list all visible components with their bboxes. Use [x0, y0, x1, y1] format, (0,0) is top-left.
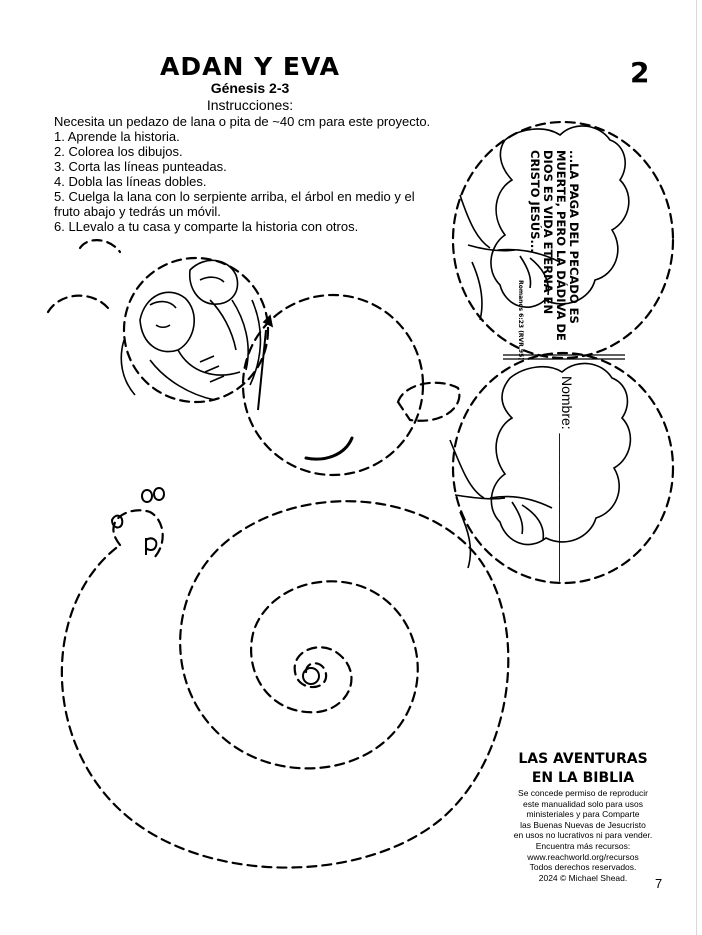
- snake-spiral-cut: [60, 500, 510, 869]
- fruit-leaf-cut: [396, 381, 461, 422]
- page-number: 7: [655, 876, 663, 891]
- tree-cut-circle: [451, 351, 675, 585]
- name-field-label: Nombre: ___________________: [559, 376, 575, 582]
- permission-line: Se concede permiso de reproducir: [518, 788, 648, 798]
- permission-line: Todos derechos reservados.: [529, 862, 637, 873]
- permission-line: este manualidad solo para usos: [522, 798, 644, 809]
- instruction-line: 4. Dobla las líneas dobles.: [54, 174, 207, 189]
- adam-eve-cut-circle: [122, 256, 270, 404]
- instruction-line: 1. Aprende la historia.: [54, 129, 180, 144]
- scrap-cut-line: [78, 239, 122, 254]
- verse-text: ...LA PAGA DEL PECADO ES MUERTE, PERO LA…: [528, 150, 581, 341]
- snake-features: [110, 487, 320, 685]
- instruction-line: 6. LLevalo a tu casa y comparte la histo…: [54, 219, 359, 234]
- scripture-reference: Génesis 2-3: [210, 80, 290, 96]
- permission-line: ministeriales y para Comparte: [526, 809, 640, 820]
- permission-notice: Se concede permiso de reproducir este ma…: [498, 788, 668, 883]
- page-edge: [696, 0, 697, 935]
- fold-double-line: [503, 354, 625, 360]
- instruction-line: Necesita un pedazo de lana o pita de ~40…: [54, 114, 431, 129]
- permission-line: Encuentra más recursos:: [535, 840, 631, 851]
- instruction-line: fruto abajo y tedrás un móvil.: [54, 204, 221, 219]
- tree-illustrations: [449, 125, 632, 569]
- instruction-line: 3. Corta las líneas punteadas.: [54, 159, 227, 174]
- brand-logo: LAS AVENTURAS EN LA BIBLIA: [498, 750, 668, 788]
- instructions-heading: Instrucciones:: [206, 97, 294, 113]
- adam-eve-illustration: [120, 259, 274, 411]
- bible-verse: ...LA PAGA DEL PECADO ES MUERTE, PERO LA…: [514, 150, 581, 360]
- instruction-line: 5. Cuelga la lana con lo serpiente arrib…: [54, 189, 415, 204]
- fruit-bite-line: [304, 436, 354, 461]
- permission-line: en usos no lucrativos ni para vender.: [513, 830, 653, 841]
- brand-line: EN LA BIBLIA: [531, 770, 635, 786]
- scrap-cut-line: [46, 294, 110, 314]
- instructions-list: Necesita un pedazo de lana o pita de ~40…: [54, 114, 444, 234]
- verse-cut-circle: [451, 120, 675, 360]
- page-title: ADAN Y EVA: [160, 52, 340, 81]
- brand-line: LAS AVENTURAS: [518, 751, 648, 767]
- permission-line: www.reachworld.org/recursos: [527, 851, 639, 862]
- permission-line: las Buenas Nuevas de Jesucristo: [520, 819, 646, 830]
- page-badge: 2: [630, 56, 650, 89]
- instruction-line: 2. Colorea los dibujos.: [54, 144, 183, 159]
- verse-reference: Romanos 6:23 (RVR 95): [517, 280, 524, 360]
- permission-line: 2024 © Michael Shead.: [538, 872, 628, 883]
